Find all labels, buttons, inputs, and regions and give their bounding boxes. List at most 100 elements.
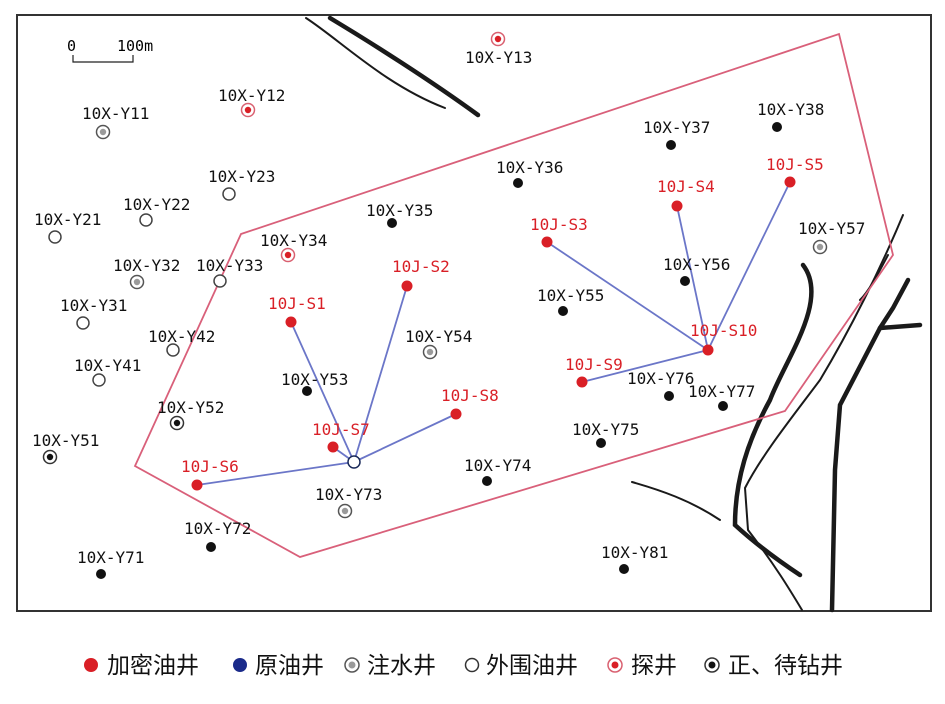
exploration-well-icon: [240, 102, 256, 118]
well-10x-y42[interactable]: 10X-Y42: [148, 327, 215, 357]
infill-well-icon: [191, 479, 203, 491]
fault-line-north-thick: [327, 15, 481, 118]
existing-well-icon: [387, 218, 397, 228]
well-10x-y23[interactable]: 10X-Y23: [208, 167, 275, 201]
well-10x-y54[interactable]: 10X-Y54: [405, 327, 472, 360]
legend-infill-label: 加密油井: [107, 653, 199, 679]
scale-bar: 0 100m: [67, 37, 153, 63]
legend-exploration-label: 探井: [631, 653, 677, 679]
block-boundary: [133, 32, 894, 558]
well-label: 10X-Y13: [465, 48, 532, 67]
infill-well-icon: [671, 200, 683, 212]
well-label: 10X-Y21: [34, 210, 101, 229]
well-label: 10J-S8: [441, 386, 499, 405]
well-label: 10J-S10: [690, 321, 757, 340]
well-markers: 10X-Y13 10X-Y11 10X-Y12 10X-Y23 10X-Y22 10X-Y…: [32, 31, 865, 579]
fault-line-east-loop: [859, 254, 889, 301]
well-label: 10X-Y75: [572, 420, 639, 439]
well-10x-y53[interactable]: 10X-Y53: [281, 370, 348, 396]
well-10j-s3[interactable]: 10J-S3: [530, 215, 588, 248]
well-label: 10X-Y51: [32, 431, 99, 450]
well-label: 10J-S3: [530, 215, 588, 234]
connector-10j-s5: [707, 181, 791, 351]
legend-pending-label: 正、待钻井: [728, 653, 843, 679]
legend-injection-label: 注水井: [367, 653, 436, 679]
injection-well-icon: [129, 274, 145, 290]
well-10x-y81[interactable]: 10X-Y81: [601, 543, 668, 574]
peripheral-well-icon: [166, 343, 180, 357]
well-label: 10X-Y73: [315, 485, 382, 504]
well-label: 10X-Y38: [757, 100, 824, 119]
well-10x-y37[interactable]: 10X-Y37: [643, 118, 710, 150]
well-10x-y32[interactable]: 10X-Y32: [113, 256, 180, 290]
well-10x-y56[interactable]: 10X-Y56: [663, 255, 730, 286]
well-10j-s4[interactable]: 10J-S4: [657, 177, 715, 212]
well-10x-y13[interactable]: 10X-Y13: [465, 31, 532, 68]
connector-10j-s9: [581, 349, 709, 383]
pending-well-icon: [169, 415, 185, 431]
scale-distance-label: 100m: [117, 37, 153, 55]
well-label: 10X-Y12: [218, 86, 285, 105]
well-10x-y71[interactable]: 10X-Y71: [77, 548, 144, 579]
well-10x-y77[interactable]: 10X-Y77: [688, 382, 755, 411]
well-10x-y73[interactable]: 10X-Y73: [315, 485, 382, 519]
well-10j-s7[interactable]: 10J-S7: [312, 420, 370, 453]
peripheral-well-icon: [48, 230, 62, 244]
well-label: 10X-Y36: [496, 158, 563, 177]
existing-well-icon: [596, 438, 606, 448]
well-10x-y76[interactable]: 10X-Y76: [627, 369, 694, 401]
connector-10j-s3: [546, 241, 709, 351]
well-10x-y21[interactable]: 10X-Y21: [34, 210, 101, 244]
well-10j-s9[interactable]: 10J-S9: [565, 355, 623, 388]
well-10x-y33[interactable]: 10X-Y33: [196, 256, 263, 288]
infill-well-icon: [702, 344, 714, 356]
well-label: 10J-S1: [268, 294, 326, 313]
existing-well-icon: [96, 569, 106, 579]
well-10x-y34[interactable]: 10X-Y34: [260, 231, 327, 263]
well-label: 10X-Y22: [123, 195, 190, 214]
existing-well-icon: [619, 564, 629, 574]
fault-lines: [305, 15, 923, 613]
well-10x-y38[interactable]: 10X-Y38: [757, 100, 824, 132]
existing-well-icon: [206, 542, 216, 552]
well-label: 10X-Y33: [196, 256, 263, 275]
existing-well-icon: [664, 391, 674, 401]
hub-well-icon: [347, 455, 361, 469]
connector-10j-s4: [676, 205, 709, 351]
well-label: 10X-Y77: [688, 382, 755, 401]
well-10x-y74[interactable]: 10X-Y74: [464, 456, 531, 486]
well-10j-s8[interactable]: 10J-S8: [441, 386, 499, 420]
well-label: 10X-Y32: [113, 256, 180, 275]
legend-original-label: 原油井: [255, 653, 324, 679]
well-10x-y55[interactable]: 10X-Y55: [537, 286, 604, 316]
well-10j-s6[interactable]: 10J-S6: [181, 457, 239, 491]
well-10x-y22[interactable]: 10X-Y22: [123, 195, 190, 227]
well-10x-y52[interactable]: 10X-Y52: [157, 398, 224, 431]
well-10x-y57[interactable]: 10X-Y57: [798, 219, 865, 255]
well-10x-y75[interactable]: 10X-Y75: [572, 420, 639, 448]
existing-well-icon: [482, 476, 492, 486]
well-10j-s10[interactable]: 10J-S10: [690, 321, 757, 356]
well-10x-y41[interactable]: 10X-Y41: [74, 356, 141, 387]
well-label: 10J-S7: [312, 420, 370, 439]
existing-well-icon: [666, 140, 676, 150]
well-label: 10X-Y53: [281, 370, 348, 389]
well-10j-s5[interactable]: 10J-S5: [766, 155, 824, 188]
well-10x-y72[interactable]: 10X-Y72: [184, 519, 251, 552]
well-10x-y51[interactable]: 10X-Y51: [32, 431, 99, 465]
well-label: 10J-S9: [565, 355, 623, 374]
existing-well-icon: [302, 386, 312, 396]
well-10x-y35[interactable]: 10X-Y35: [366, 201, 433, 228]
well-10j-s2[interactable]: 10J-S2: [392, 257, 450, 292]
connector-10j-s1: [290, 321, 355, 463]
well-label: 10J-S5: [766, 155, 824, 174]
well-10x-y36[interactable]: 10X-Y36: [496, 158, 563, 188]
well-10x-y11[interactable]: 10X-Y11: [82, 104, 149, 140]
well-label: 10X-Y52: [157, 398, 224, 417]
well-10x-y31[interactable]: 10X-Y31: [60, 296, 127, 330]
injection-well-icon: [812, 239, 828, 255]
well-label: 10X-Y76: [627, 369, 694, 388]
well-10x-y12[interactable]: 10X-Y12: [218, 86, 285, 118]
well-10j-s1[interactable]: 10J-S1: [268, 294, 326, 328]
infill-well-icon: [450, 408, 462, 420]
